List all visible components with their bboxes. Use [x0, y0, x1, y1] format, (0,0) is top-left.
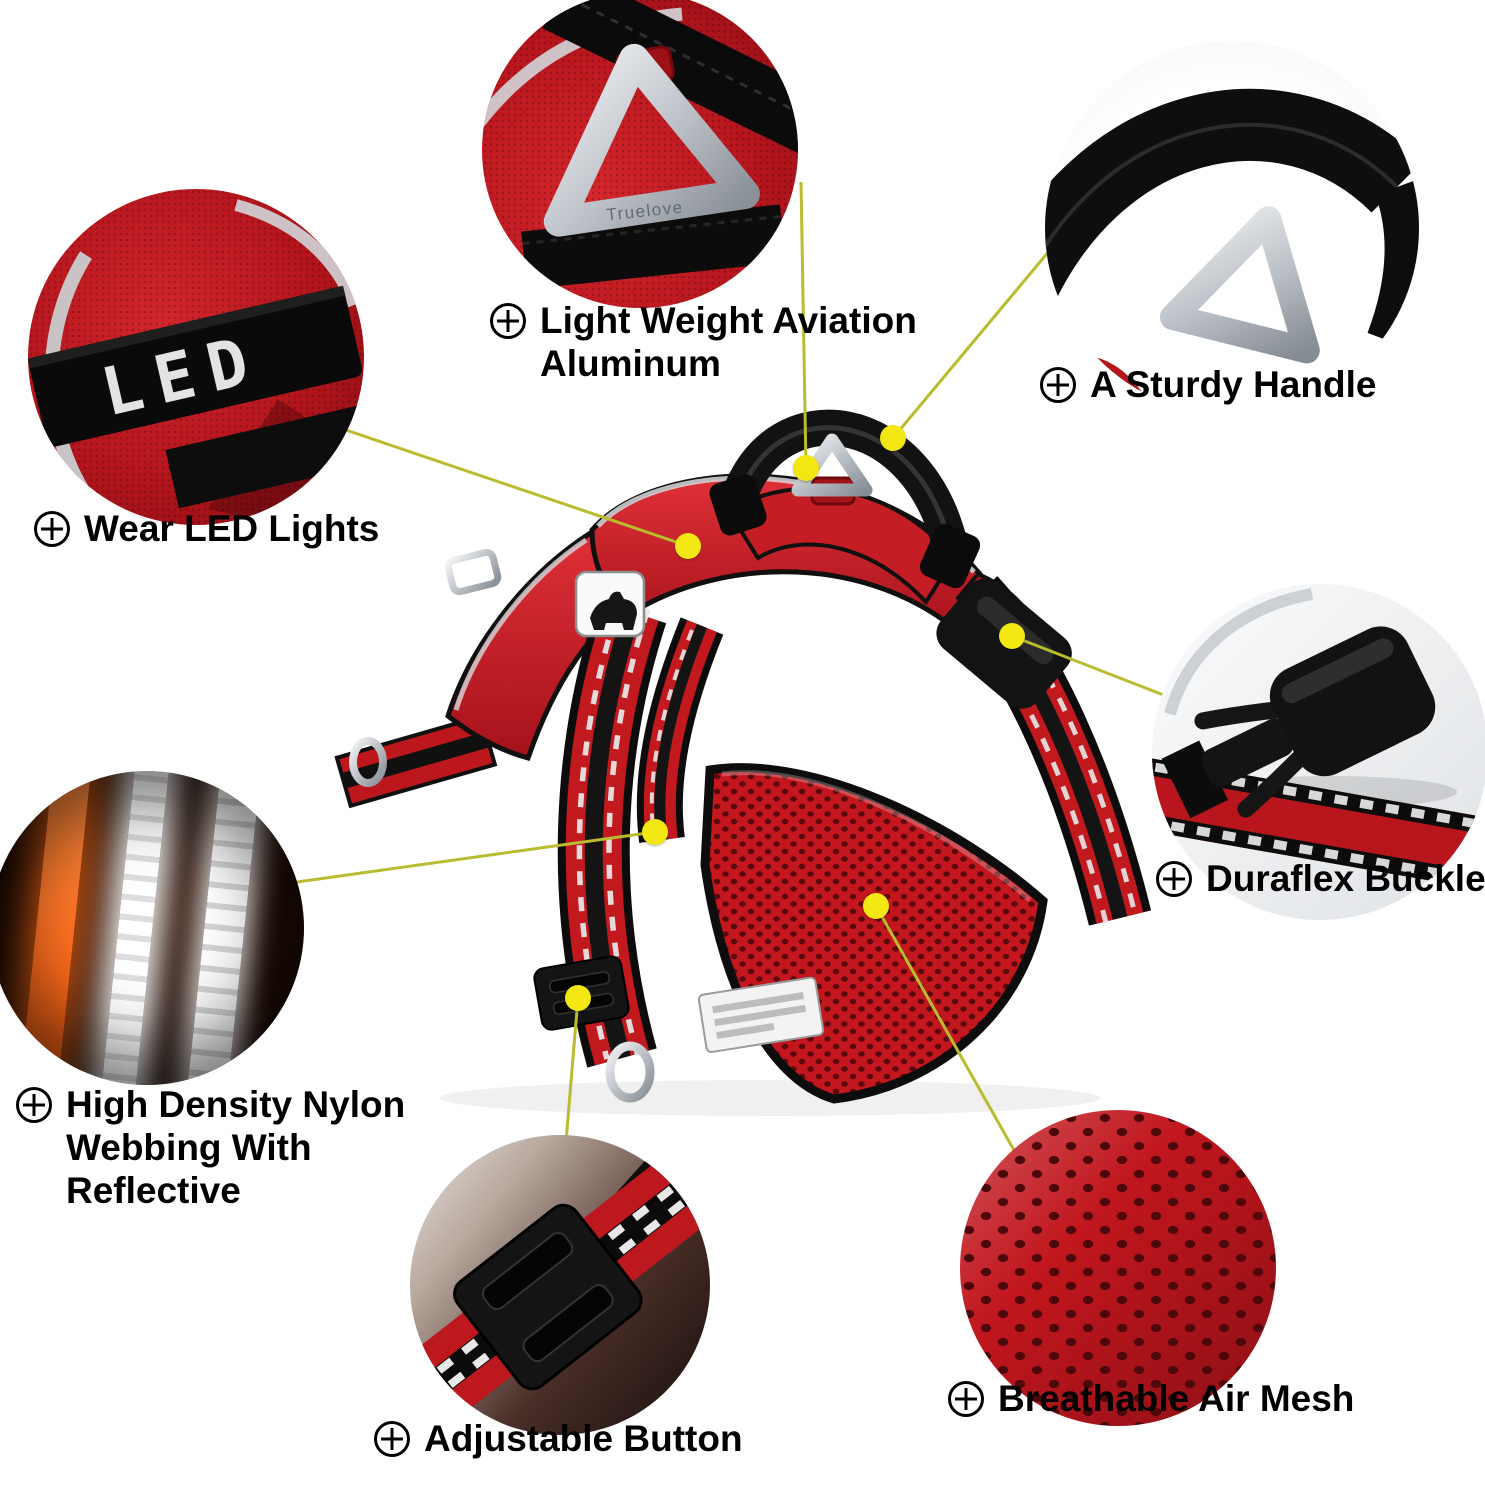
adjuster-art: [410, 1135, 710, 1435]
callout-text-webbing: High Density Nylon Webbing With Reflecti…: [66, 1084, 406, 1211]
plus-circle-icon: [1040, 367, 1076, 403]
marker-dot-buckle: [999, 623, 1025, 649]
callout-text-adjustable: Adjustable Button: [424, 1418, 743, 1459]
callout-label-webbing: High Density Nylon Webbing With Reflecti…: [16, 1084, 466, 1213]
care-label-patch: [697, 976, 825, 1053]
marker-dot-mesh: [863, 893, 889, 919]
led-text: LED: [95, 320, 269, 431]
webbing-with-slider: [410, 1135, 710, 1435]
callout-text-buckle: Duraflex Buckle: [1206, 858, 1485, 899]
harness-illustration: [334, 409, 1152, 1116]
detail-circle-aluminum: Truelove: [482, 0, 798, 308]
strap-tail: [1367, 179, 1419, 350]
carry-handle: [709, 409, 981, 589]
detail-circle-adjustable: [410, 1135, 710, 1435]
marker-dot-handle: [880, 425, 906, 451]
callout-label-aluminum: Light Weight Aviation Aluminum: [490, 300, 1000, 386]
marker-dot-adjustable: [565, 985, 591, 1011]
callout-label-adjustable: Adjustable Button: [374, 1418, 743, 1461]
left-waist-strap: [334, 713, 498, 809]
plus-circle-icon: [16, 1087, 52, 1123]
metal-triangle-ring: [1159, 206, 1320, 364]
duraflex-buckle: [1161, 626, 1436, 819]
glow-stripe-orange: [14, 771, 96, 1085]
callout-text-led: Wear LED Lights: [84, 508, 380, 549]
mesh-belly-panel: [700, 763, 1048, 1104]
marker-dot-led: [675, 533, 701, 559]
callout-text-aluminum: Light Weight Aviation Aluminum: [540, 300, 917, 384]
detail-circle-led: LED: [28, 189, 364, 525]
led-strap-art: LED: [28, 199, 364, 525]
glow-stripe-white: [96, 771, 174, 1085]
buckle-art: [1152, 588, 1485, 896]
brand-logo-patch: [574, 570, 646, 638]
plus-circle-icon: [1156, 861, 1192, 897]
ground-shadow: [440, 1080, 1100, 1116]
plus-circle-icon: [490, 303, 526, 339]
callout-label-mesh: Breathable Air Mesh: [948, 1378, 1354, 1421]
detail-circle-handle: [1045, 41, 1419, 415]
detail-circle-webbing: [0, 771, 304, 1085]
glow-stripe-white-2: [182, 771, 266, 1085]
marker-dot-webbing: [642, 819, 668, 845]
metal-slide: [444, 548, 502, 596]
bottom-d-ring: [605, 1041, 655, 1103]
handle-art: [1045, 88, 1419, 415]
aluminum-ring-art: Truelove: [482, 0, 798, 290]
inner-chest-strap: [636, 617, 724, 844]
plus-circle-icon: [374, 1421, 410, 1457]
led-strap: LED: [28, 285, 364, 509]
plus-circle-icon: [948, 1381, 984, 1417]
callout-text-mesh: Breathable Air Mesh: [998, 1378, 1355, 1419]
plus-circle-icon: [34, 511, 70, 547]
red-fabric-corner: [1045, 354, 1155, 415]
callout-label-led: Wear LED Lights: [34, 508, 379, 551]
detail-circle-buckle: [1152, 584, 1485, 920]
detail-circle-mesh: [960, 1110, 1276, 1426]
marker-dot-aluminum: [793, 455, 819, 481]
metal-triangle-d-ring: Truelove: [543, 43, 760, 237]
reflective-piping: [1164, 588, 1314, 716]
product-photo: [330, 360, 1170, 1120]
callout-label-buckle: Duraflex Buckle: [1156, 858, 1485, 901]
callout-text-handle: A Sturdy Handle: [1090, 364, 1377, 405]
tri-glide-slider: [453, 1203, 643, 1391]
callout-label-handle: A Sturdy Handle: [1040, 364, 1376, 407]
